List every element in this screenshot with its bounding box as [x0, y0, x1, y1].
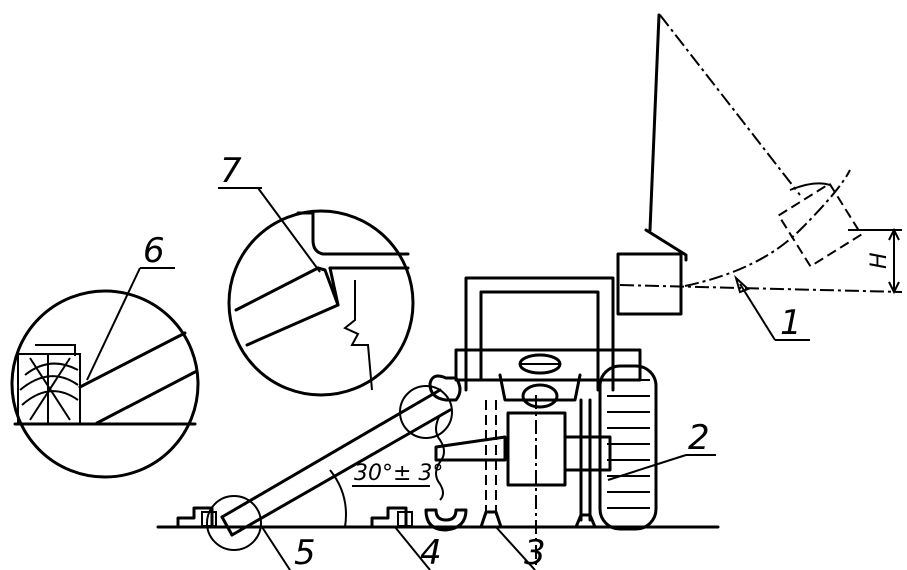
leader-1	[739, 283, 776, 341]
hook-upper	[428, 374, 462, 402]
rail-stop-right	[370, 506, 413, 529]
dimension-h: H	[848, 227, 902, 295]
label-2: 2	[688, 418, 710, 458]
hook-lower	[424, 508, 468, 532]
label-7: 7	[220, 151, 242, 191]
detail-circle-upper	[399, 385, 453, 439]
detail-7-circle	[227, 209, 415, 397]
label-1: 1	[780, 303, 802, 343]
leader-2	[607, 454, 687, 481]
svg-text:H: H	[867, 252, 892, 269]
label-3: 3	[524, 533, 546, 570]
tractor-cab	[434, 276, 642, 487]
label-4: 4	[420, 533, 442, 570]
leader-3	[495, 526, 536, 570]
ramp	[220, 388, 452, 537]
angle-arc	[329, 469, 347, 528]
label-6: 6	[143, 231, 165, 271]
leader-5	[261, 526, 291, 570]
leader-6	[86, 267, 141, 381]
angle-label: 30°± 3°	[354, 461, 443, 486]
leader-7	[257, 187, 321, 273]
leader-4	[394, 526, 431, 570]
detail-circle-lower	[206, 495, 262, 551]
detail-6-circle	[10, 289, 200, 479]
boom	[616, 13, 903, 316]
label-5: 5	[294, 533, 316, 570]
rail-stop-left	[176, 506, 217, 529]
chain	[435, 414, 445, 501]
tractor-wheel	[598, 364, 658, 531]
